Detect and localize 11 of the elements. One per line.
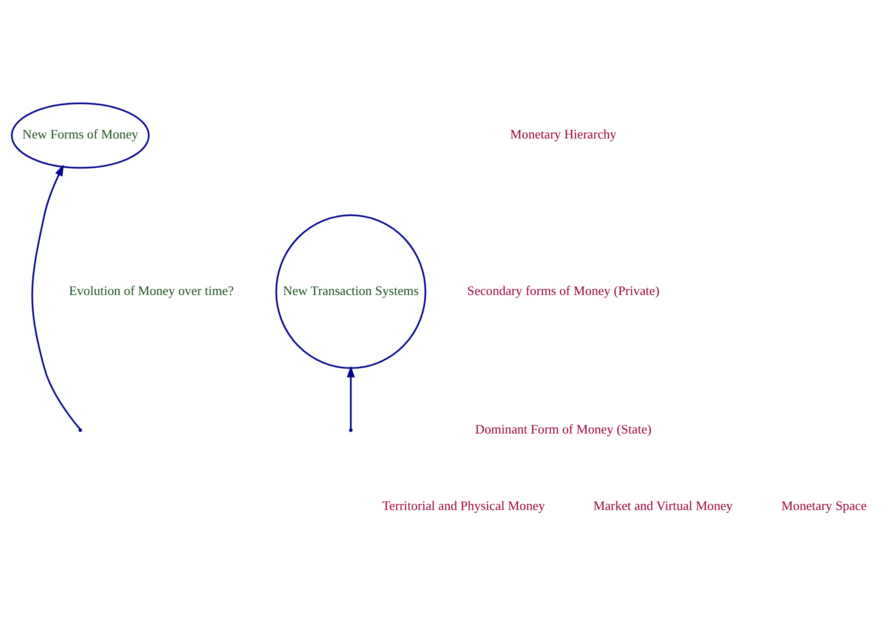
node-circle: New Transaction Systems [275, 214, 426, 368]
arrow [31, 164, 81, 430]
arrow [346, 365, 355, 429]
label: Market and Virtual Money [593, 498, 733, 513]
label: Secondary forms of Money (Private) [467, 282, 660, 298]
label: Monetary Hierarchy [510, 126, 616, 142]
label: Territorial and Physical Money [382, 498, 545, 513]
label: Dominant Form of Money (State) [475, 420, 652, 436]
node-ellipse: New Forms of Money [10, 102, 150, 168]
label: Monetary Space [781, 498, 867, 513]
label: Evolution of Money over time? [69, 282, 234, 298]
